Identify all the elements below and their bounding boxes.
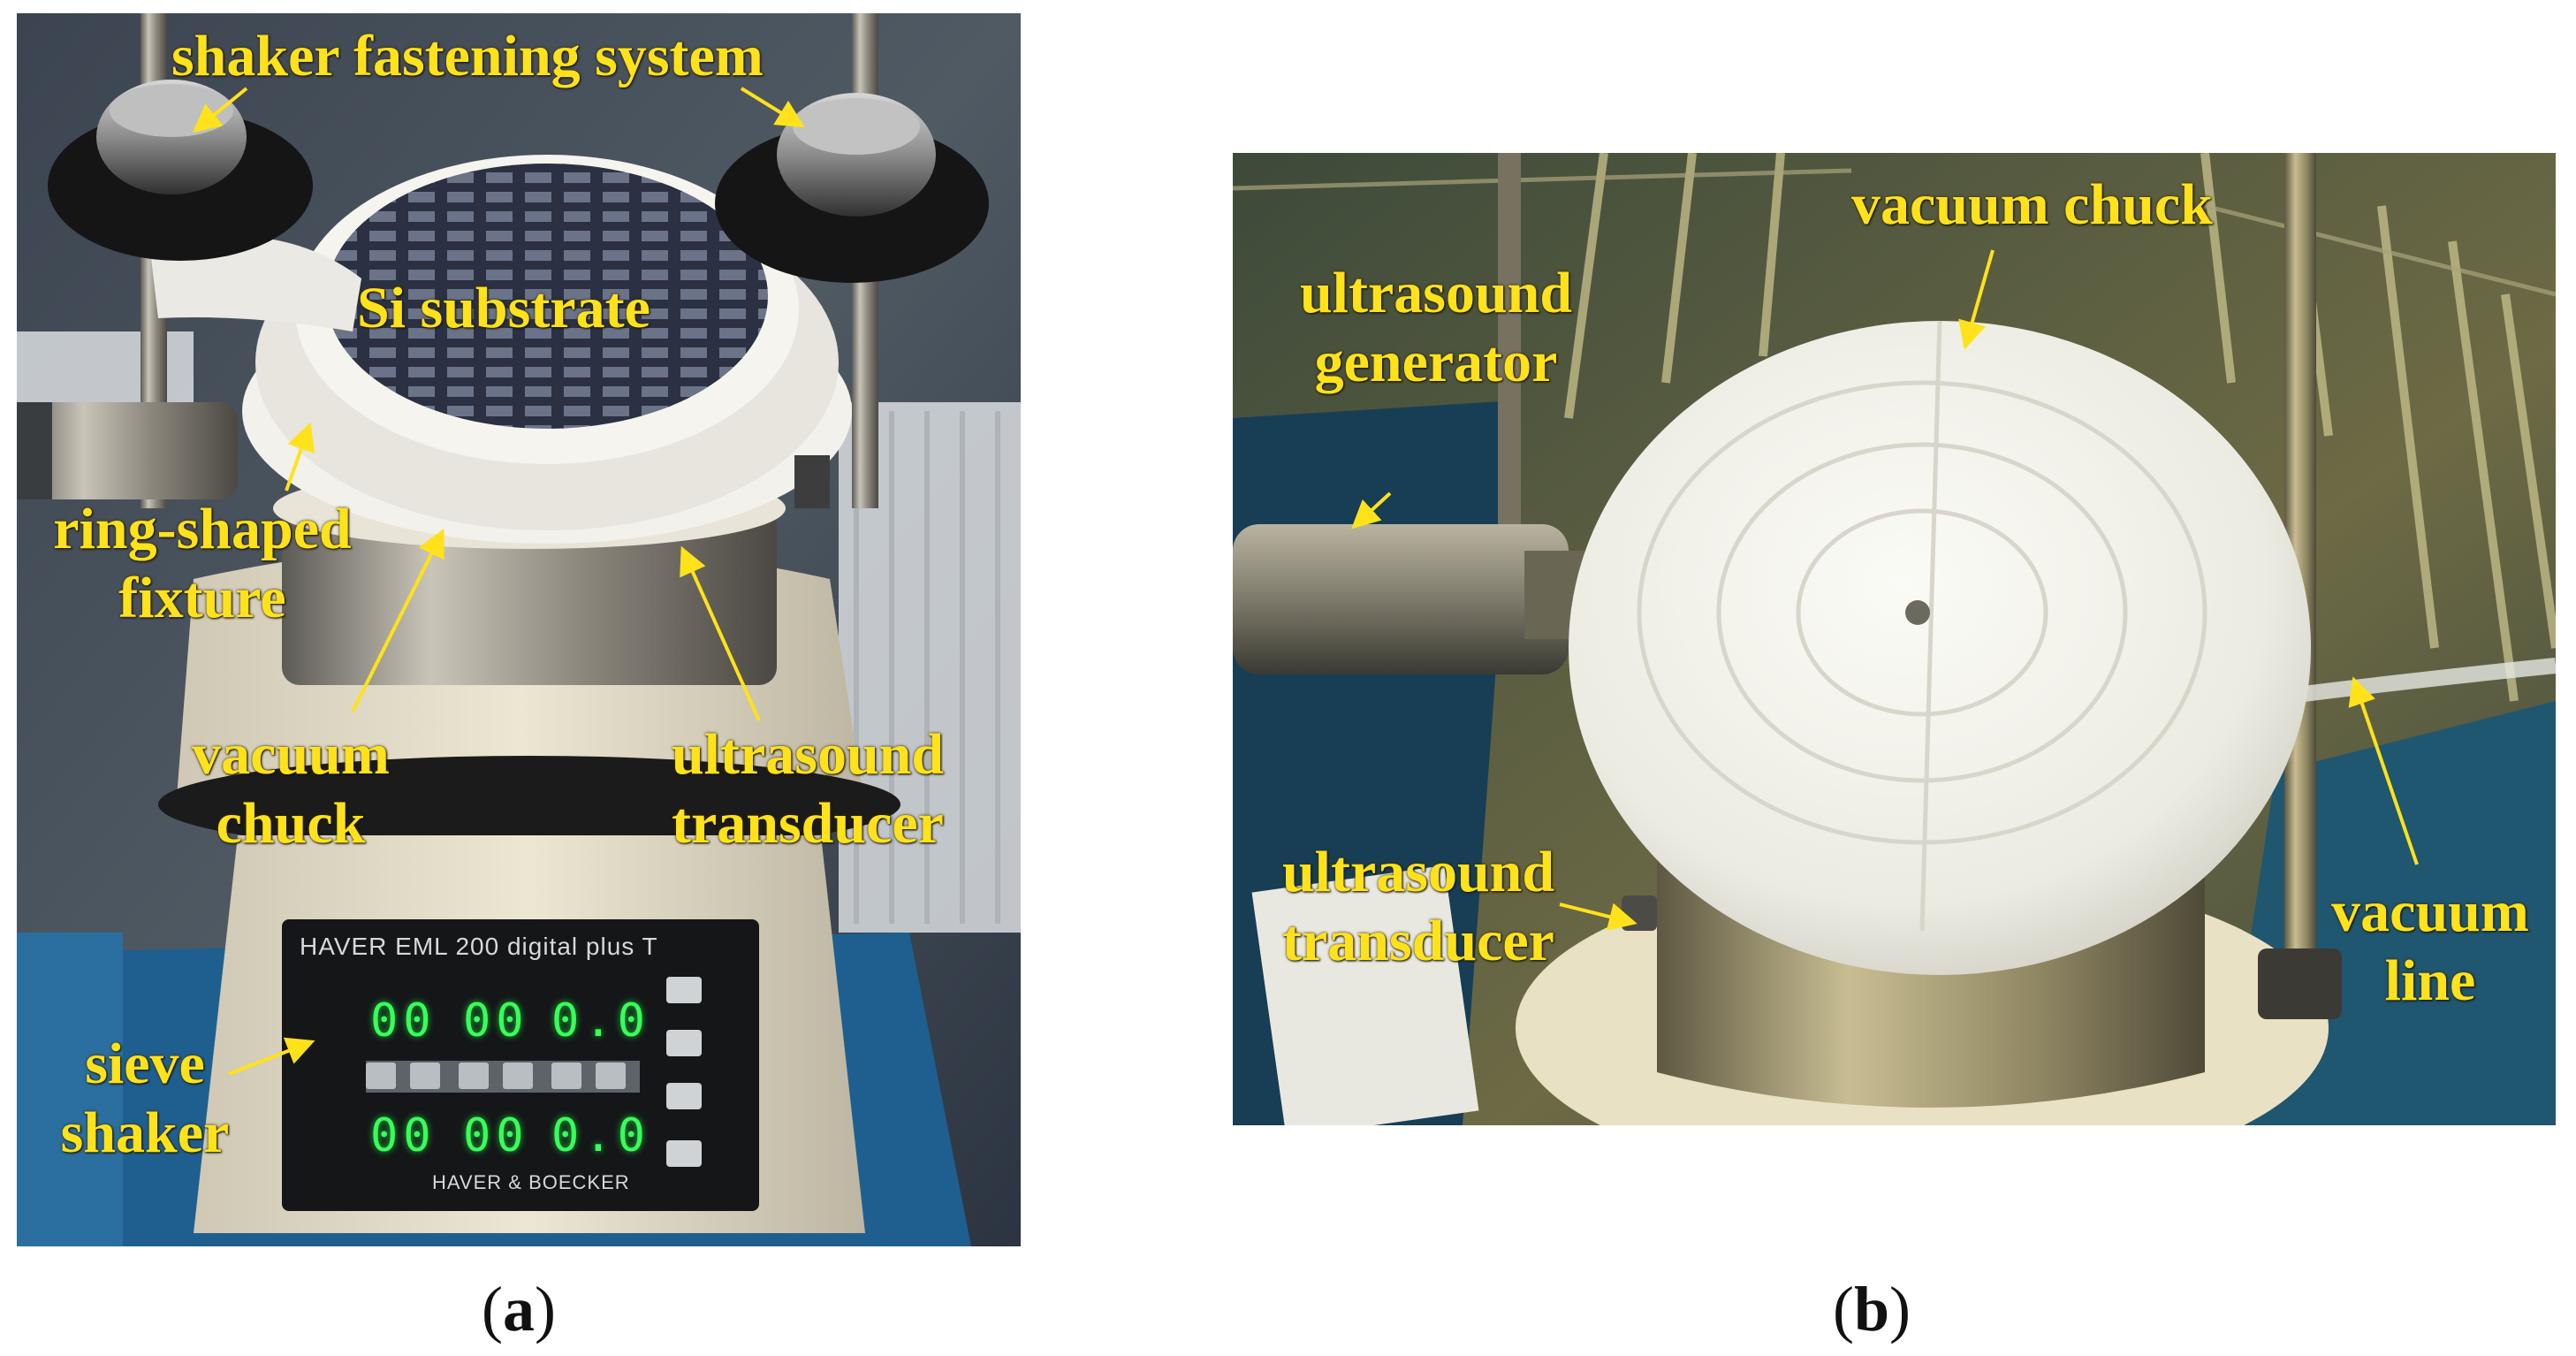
device-brand-text: HAVER EML 200 digital plus T — [300, 933, 658, 960]
display-reading-5: 00 — [463, 1109, 529, 1162]
caption-a-letter: a — [503, 1274, 535, 1345]
label-vacuum-line-line1: vacuum — [2331, 880, 2529, 944]
label-si-substrate: Si substrate — [357, 276, 650, 340]
label-ring-shaped-fixture: ring-shaped fixture — [26, 495, 379, 633]
label-ultrasound-transducer-b: ultrasound transducer — [1233, 838, 1604, 976]
photo-panel-b: vacuum chuck ultrasound generator ultras… — [1233, 153, 2556, 1125]
label-vacuum-chuck-a: vacuum chuck — [167, 720, 414, 858]
display-reading-3: 0.0 — [551, 994, 650, 1047]
label-sieve-shaker-line1: sieve — [85, 1032, 205, 1096]
caption-a-close: ) — [535, 1274, 556, 1345]
caption-b-open: ( — [1832, 1274, 1854, 1345]
display-reading-2: 00 — [463, 994, 529, 1047]
label-ultrasound-transducer-a: ultrasound transducer — [640, 720, 976, 858]
caption-b: (b) — [1783, 1273, 1960, 1346]
label-ultrasound-generator: ultrasound generator — [1259, 259, 1613, 397]
display-reading-1: 00 — [370, 994, 437, 1047]
label-ultrasound-transducer-b-line1: ultrasound — [1281, 840, 1555, 904]
display-reading-4: 00 — [370, 1109, 437, 1162]
label-sieve-shaker: sieve shaker — [34, 1030, 255, 1168]
caption-b-close: ) — [1889, 1274, 1911, 1345]
caption-b-letter: b — [1853, 1274, 1890, 1345]
label-ultrasound-generator-line1: ultrasound — [1299, 261, 1573, 325]
label-shaker-fastening-system: shaker fastening system — [171, 24, 764, 88]
photo-panel-a: HAVER EML 200 digital plus T HAVER & BOE… — [17, 13, 1021, 1246]
label-ultrasound-generator-line2: generator — [1314, 330, 1558, 394]
label-vacuum-line-line2: line — [2384, 948, 2476, 1013]
display-reading-6: 0.0 — [551, 1109, 650, 1162]
label-vacuum-chuck-b: vacuum chuck — [1851, 172, 2213, 237]
label-ring-shaped-fixture-line2: fixture — [118, 566, 286, 630]
label-ultrasound-transducer-b-line2: transducer — [1282, 909, 1554, 973]
label-vacuum-chuck-a-line1: vacuum — [192, 722, 390, 787]
label-vacuum-chuck-a-line2: chuck — [216, 791, 366, 856]
label-sieve-shaker-line2: shaker — [60, 1101, 230, 1165]
vacuum-chuck-photo — [1233, 153, 2556, 1125]
label-vacuum-line: vacuum line — [2311, 878, 2549, 1016]
sieve-shaker-photo — [17, 13, 1021, 1246]
label-ultrasound-transducer-a-line1: ultrasound — [671, 722, 945, 787]
caption-a: (a) — [430, 1273, 607, 1346]
label-ring-shaped-fixture-line1: ring-shaped — [53, 497, 352, 561]
label-ultrasound-transducer-a-line2: transducer — [672, 791, 944, 856]
caption-a-open: ( — [482, 1274, 503, 1345]
device-footer-text: HAVER & BOECKER — [432, 1171, 630, 1193]
